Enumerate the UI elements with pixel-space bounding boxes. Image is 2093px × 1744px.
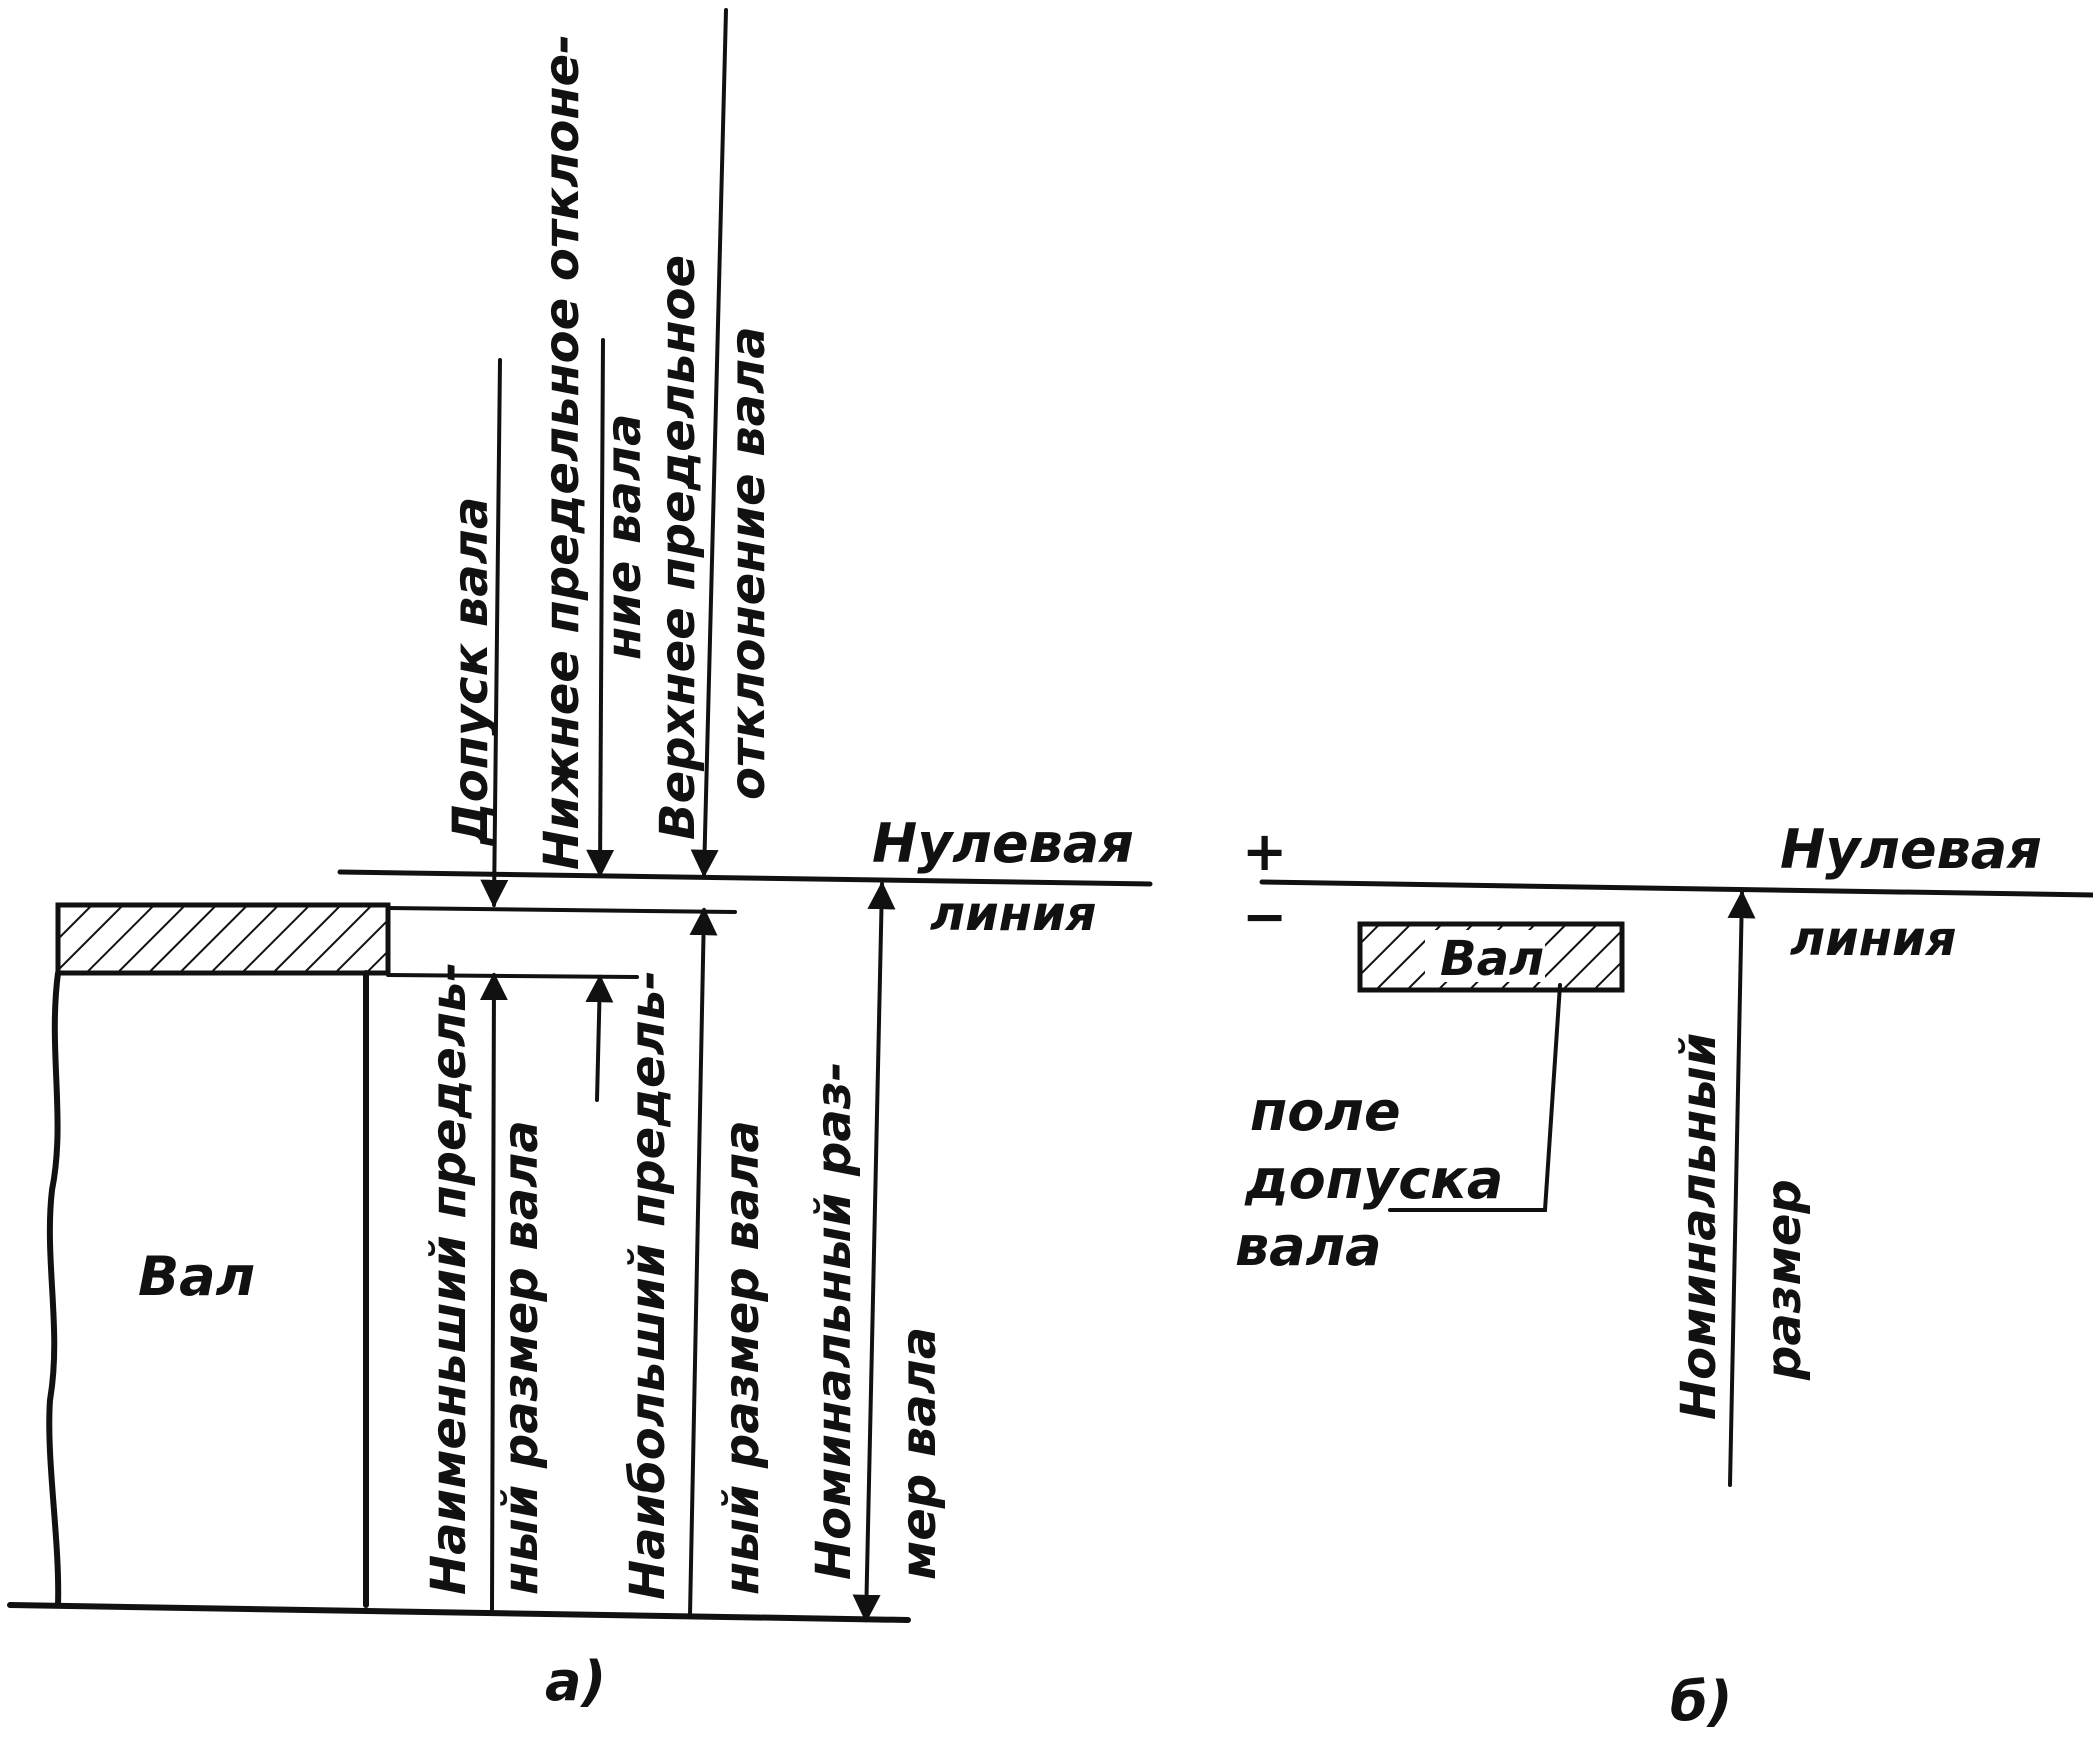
min-size-label-2: ный размер вала xyxy=(493,1120,549,1595)
zero-line-label-a-2: линия xyxy=(930,886,1096,942)
max-size-arrow xyxy=(688,907,718,1617)
tolerance-label: Допуск вала xyxy=(443,497,499,847)
min-size-label-1: Наименьший предель- xyxy=(421,962,477,1595)
nominal-size-arrow xyxy=(852,881,896,1623)
figure-b: + − Нулевая линия Вал поле допуска вала … xyxy=(1235,818,2093,1733)
nominal-size-label-a-2: мер вала xyxy=(891,1327,947,1580)
lower-deviation-arrow xyxy=(586,338,615,878)
max-size-label-1: Наибольший предель- xyxy=(620,970,676,1600)
nominal-size-label-b-2: размер xyxy=(1756,1179,1812,1381)
zero-line-b xyxy=(1259,879,2093,898)
nominal-size-arrow-b xyxy=(1727,890,1756,1487)
upper-deviation-label-1: Верхнее предельное xyxy=(650,255,706,840)
shaft-body xyxy=(46,902,391,1608)
caption-b: б) xyxy=(1670,1670,1732,1733)
zero-line-a xyxy=(337,869,1153,887)
nominal-size-label-b-1: Номинальный xyxy=(1671,1033,1727,1420)
nominal-size-label-a-1: Номинальный раз- xyxy=(806,1061,862,1580)
lower-deviation-label-1: Нижнее предельное отклоне- xyxy=(534,34,590,870)
field-leader-line xyxy=(1388,983,1562,1212)
zero-line-label-b-2: линия xyxy=(1790,911,1956,967)
field-label-3: вала xyxy=(1235,1215,1382,1278)
lower-deviation-arrow-up xyxy=(585,974,614,1102)
tolerance-arrow-lower xyxy=(479,972,508,1612)
upper-limit-line xyxy=(386,906,737,914)
tolerance-arrow xyxy=(480,358,509,908)
upper-deviation-arrow xyxy=(690,8,728,878)
caption-a: а) xyxy=(545,1650,606,1713)
zero-line-label-a-1: Нулевая xyxy=(872,812,1134,875)
minus-sign: − xyxy=(1242,885,1287,948)
lower-deviation-label-2: ние вала xyxy=(596,414,652,660)
shaft-label-b: Вал xyxy=(1440,931,1544,987)
field-label-1: поле xyxy=(1250,1080,1401,1143)
base-line xyxy=(7,1602,911,1623)
upper-deviation-label-2: отклонение вала xyxy=(720,326,776,800)
zero-line-label-b-1: Нулевая xyxy=(1780,818,2042,881)
max-size-label-2: ный размер вала xyxy=(714,1120,770,1595)
figure-a: Вал Допуск вала Нижнее предельное отклон… xyxy=(7,8,1153,1713)
shaft-label-a: Вал xyxy=(138,1245,255,1308)
plus-sign: + xyxy=(1242,820,1287,883)
tolerance-field-label-bg xyxy=(1425,930,1545,982)
field-label-2: допуска xyxy=(1244,1148,1503,1211)
tolerance-hatch-zone xyxy=(55,902,391,976)
